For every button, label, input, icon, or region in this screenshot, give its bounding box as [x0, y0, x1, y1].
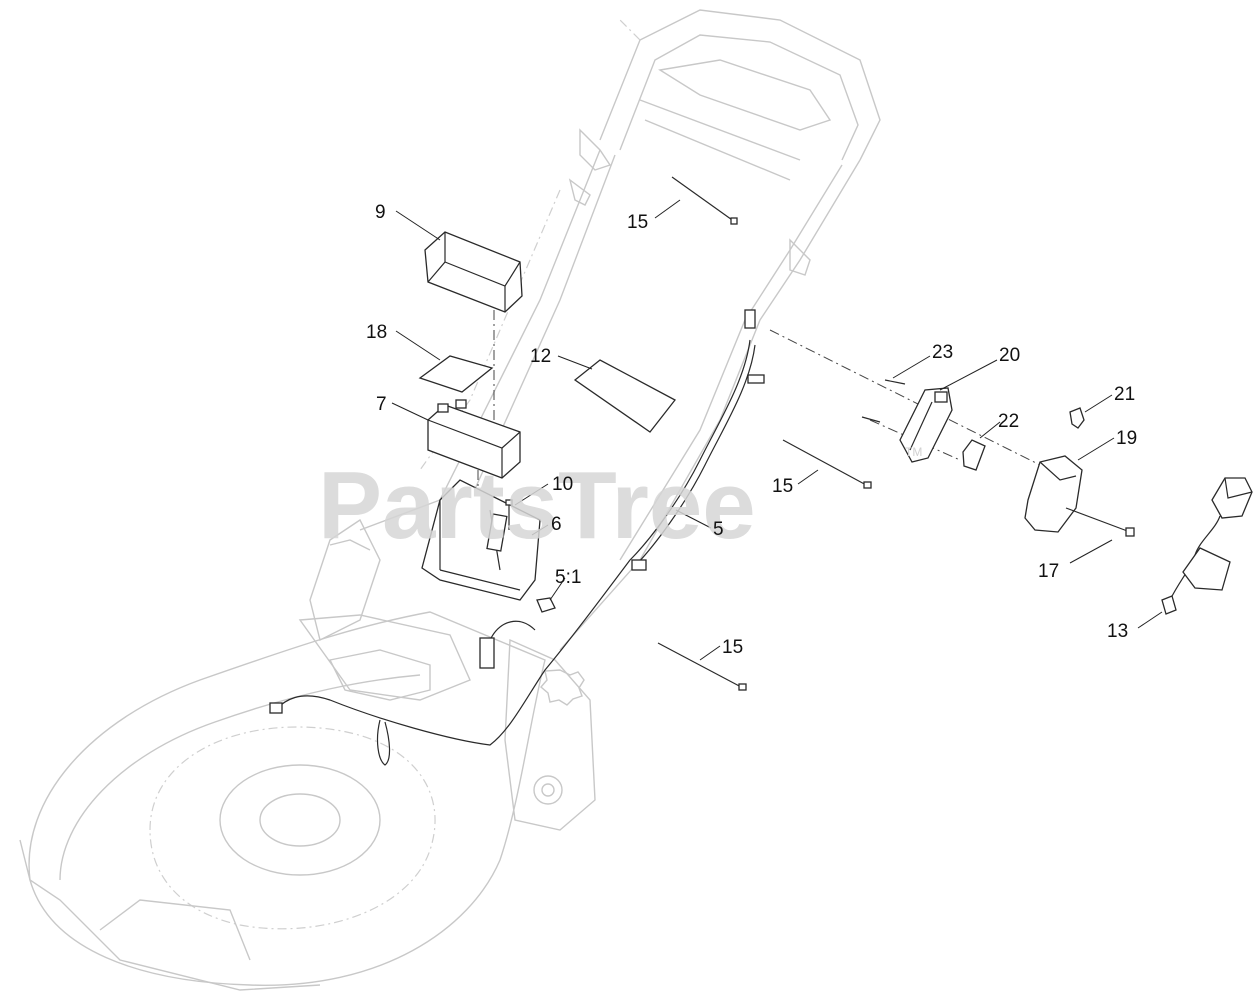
callout-7: 7 [376, 394, 387, 415]
callout-19: 19 [1116, 428, 1137, 449]
part-6-battery-tray [421, 479, 541, 601]
part-7-battery [427, 399, 521, 479]
callout-23: 23 [932, 342, 953, 363]
part-18-label [418, 355, 494, 393]
callout-9: 9 [375, 202, 386, 223]
part-10-screw [505, 499, 513, 530]
part-15-cable-tie-top [671, 176, 738, 225]
callout-15-bottom: 15 [722, 637, 743, 658]
callout-22: 22 [998, 411, 1019, 432]
callout-5: 5 [713, 519, 724, 540]
part-13-charger [1161, 477, 1253, 615]
callout-20: 20 [999, 345, 1020, 366]
part-12-decal [573, 359, 676, 433]
part-20-switch-housing [899, 387, 953, 463]
watermark: PartsTree [318, 452, 756, 559]
part-21-clip [1069, 407, 1085, 429]
callout-21: 21 [1114, 384, 1135, 405]
callout-18: 18 [366, 322, 387, 343]
watermark-trademark: TM [905, 445, 922, 459]
part-23-screw [861, 379, 906, 423]
callout-13: 13 [1107, 621, 1128, 642]
part-5-wire-harness [269, 309, 765, 766]
leader-lines [391, 199, 1163, 661]
part-19-handle-cover [1024, 455, 1083, 533]
callout-6: 6 [551, 514, 562, 535]
callout-15-top: 15 [627, 212, 648, 233]
callout-5-1: 5:1 [555, 567, 581, 588]
part-22-switch [962, 439, 986, 471]
part-9-battery-cover [424, 231, 523, 313]
callout-12: 12 [530, 346, 551, 367]
part-15-cable-tie-bottom [657, 642, 747, 691]
mower-deck-ghost [19, 611, 596, 991]
part-15-cable-tie-middle [782, 439, 872, 489]
handle-ghost [309, 9, 881, 651]
callout-10: 10 [552, 474, 573, 495]
part-17-bolt [1065, 507, 1135, 537]
callout-17: 17 [1038, 561, 1059, 582]
callout-15-middle: 15 [772, 476, 793, 497]
part-5-1-connector [536, 597, 556, 613]
